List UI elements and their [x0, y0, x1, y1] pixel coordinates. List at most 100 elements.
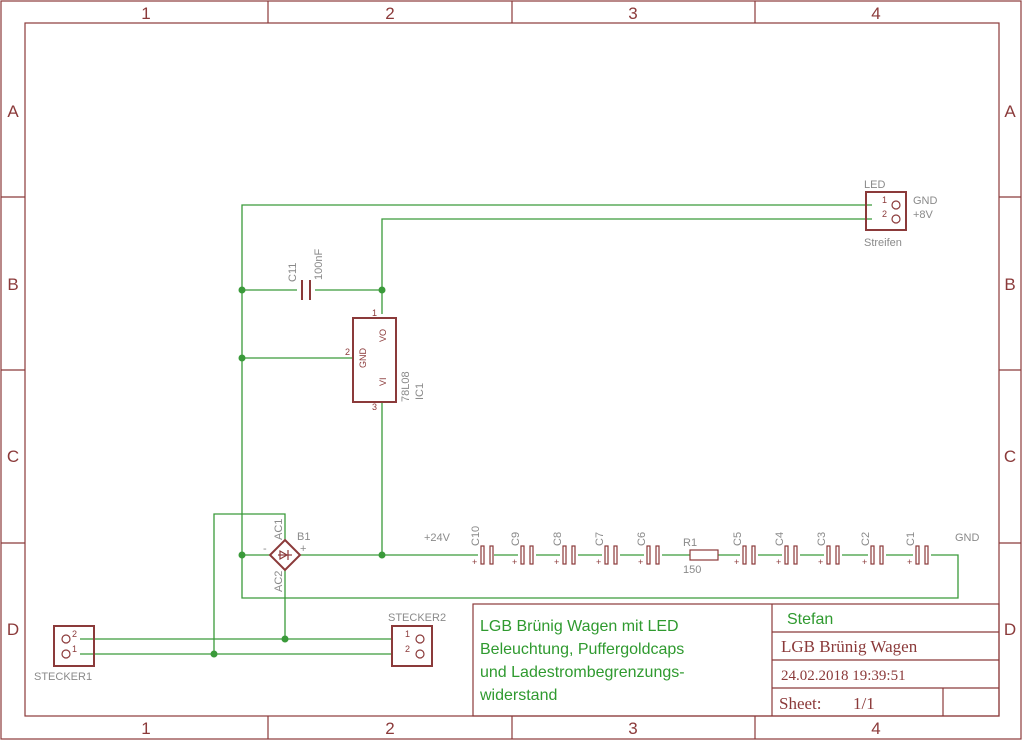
row-label-b: B	[1004, 275, 1015, 294]
row-label-a: A	[1004, 102, 1016, 121]
column-labels-bottom: 1 2 3 4	[141, 719, 880, 738]
description-line-4: widerstand	[479, 687, 557, 704]
title-block-date: 24.02.2018 19:39:51	[781, 668, 906, 684]
b1-name: B1	[297, 531, 310, 543]
goldcap-chain: +C10 + C9 + C8 + C7 + C6 + C5 + C4 +C3 +C2 + C1	[470, 526, 929, 567]
column-label-4: 4	[871, 4, 880, 23]
connector-stecker1[interactable]: 2 1 STECKER1	[34, 625, 95, 683]
b1-ac1: AC1	[273, 519, 285, 540]
row-label-b: B	[7, 275, 18, 294]
led-pin-2: 2	[882, 209, 887, 219]
led-connector[interactable]: 1 2 LED Streifen GND +8V	[864, 179, 938, 249]
capacitor-label: C7	[594, 532, 606, 546]
ic1-pin-2: 2	[345, 347, 350, 357]
ac1-wire	[213, 513, 286, 654]
b1-plus: +	[300, 543, 306, 555]
capacitor-label: C3	[816, 532, 828, 546]
capacitor-c10[interactable]: +C10	[470, 526, 494, 567]
capacitor-label: C8	[552, 532, 564, 546]
capacitor-c5[interactable]: + C5	[732, 532, 756, 567]
title-block-sheet-label: Sheet:	[779, 694, 822, 713]
stecker1-pin-2: 2	[72, 629, 77, 639]
capacitor-plus-mark: +	[638, 557, 643, 567]
capacitor-c1[interactable]: + C1	[905, 532, 929, 567]
b1-minus: -	[263, 543, 267, 555]
r1-value: 150	[683, 564, 701, 576]
ic1-name: IC1	[414, 383, 426, 400]
capacitor-c2[interactable]: +C2	[860, 532, 884, 567]
capacitor-c11[interactable]: C11 100nF	[287, 249, 325, 300]
description-line-2: Beleuchtung, Puffergoldcaps	[480, 641, 684, 658]
junction-dot	[210, 650, 218, 658]
capacitor-label: C6	[636, 532, 648, 546]
resistor-r1[interactable]: R1 150	[683, 537, 719, 576]
capacitor-plus-mark: +	[512, 557, 517, 567]
junction-dot	[238, 354, 246, 362]
column-label-2: 2	[385, 4, 394, 23]
description-line-3: und Ladestrombegrenzungs-	[480, 664, 685, 681]
row-label-d: D	[1004, 620, 1016, 639]
capacitor-plus-mark: +	[734, 557, 739, 567]
row-labels-left: A B C D	[7, 102, 19, 639]
ic1-pin-name-gnd: GND	[358, 348, 368, 369]
stecker1-name: STECKER1	[34, 671, 92, 683]
c11-value: 100nF	[313, 249, 325, 280]
stecker2-pin-2: 2	[405, 644, 410, 654]
capacitor-plus-mark: +	[907, 557, 912, 567]
net-label-gnd: GND	[955, 532, 980, 544]
ic1-value: 78L08	[400, 371, 412, 402]
capacitor-label: C5	[732, 532, 744, 546]
stecker1-pin-1: 1	[72, 644, 77, 654]
capacitor-c3[interactable]: +C3	[816, 532, 840, 567]
capacitor-label: C4	[774, 532, 786, 546]
connector-stecker2[interactable]: 1 2 STECKER2	[388, 612, 446, 667]
junction-dot	[238, 286, 246, 294]
v8-net-wire	[381, 218, 872, 314]
capacitor-c8[interactable]: + C8	[552, 532, 576, 567]
junction-dot	[378, 551, 386, 559]
net-label-24v: +24V	[424, 532, 451, 544]
column-labels-top: 1 2 3 4	[141, 4, 880, 23]
capacitor-label: C1	[905, 532, 917, 546]
stecker2-name: STECKER2	[388, 612, 446, 624]
row-label-a: A	[7, 102, 19, 121]
ic1-pin-3: 3	[372, 402, 377, 412]
bridge-rectifier-b1[interactable]: B1 - + AC1 AC2	[263, 519, 310, 592]
ic1-pin-name-vo: VO	[378, 329, 388, 342]
description-line-1: LGB Brünig Wagen mit LED	[480, 618, 679, 635]
capacitor-plus-mark: +	[596, 557, 601, 567]
title-block-author: Stefan	[787, 611, 833, 628]
row-labels-right: A B C D	[1004, 102, 1016, 639]
title-block: LGB Brünig Wagen mit LED Beleuchtung, Pu…	[472, 603, 1000, 717]
column-label-1: 1	[141, 4, 150, 23]
column-label-4: 4	[871, 719, 880, 738]
led-connector-value: Streifen	[864, 237, 902, 249]
title-block-sheet-value: 1/1	[853, 694, 875, 713]
capacitor-plus-mark: +	[554, 557, 559, 567]
capacitor-c6[interactable]: + C6	[636, 532, 660, 567]
gnd-net-wire	[241, 204, 959, 599]
led-connector-name: LED	[864, 179, 885, 191]
capacitor-c4[interactable]: + C4	[774, 532, 798, 567]
stecker2-pin-1: 1	[405, 629, 410, 639]
wires	[80, 204, 959, 655]
row-label-c: C	[7, 447, 19, 466]
column-label-3: 3	[628, 4, 637, 23]
capacitor-plus-mark: +	[776, 557, 781, 567]
capacitor-c9[interactable]: + C9	[510, 532, 534, 567]
voltage-regulator-ic1[interactable]: 1 2 3 VO GND VI 78L08 IC1	[345, 308, 426, 412]
b1-ac2: AC2	[273, 571, 285, 592]
led-pin-1: 1	[882, 195, 887, 205]
ic1-pin-name-vi: VI	[378, 377, 388, 386]
column-label-1: 1	[141, 719, 150, 738]
r1-name: R1	[683, 537, 697, 549]
led-signal-8v: +8V	[913, 209, 934, 221]
junctions	[210, 286, 386, 658]
row-label-d: D	[7, 620, 19, 639]
capacitor-label: C9	[510, 532, 522, 546]
row-label-c: C	[1004, 447, 1016, 466]
ic1-pin-1: 1	[372, 308, 377, 318]
c11-name: C11	[287, 263, 299, 282]
capacitor-c7[interactable]: + C7	[594, 532, 618, 567]
